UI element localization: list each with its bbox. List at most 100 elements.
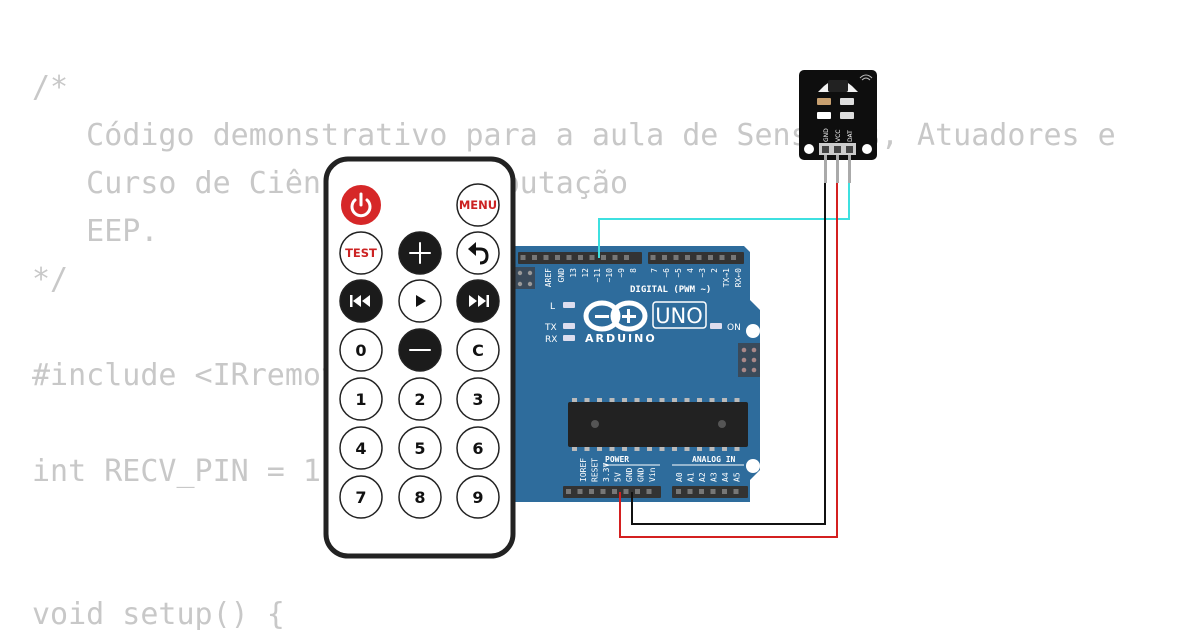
code-line: /* bbox=[32, 70, 69, 105]
remote-button-label: 3 bbox=[472, 390, 483, 409]
digital-pin-holes bbox=[520, 255, 736, 260]
analog-pin-label: A5 bbox=[733, 472, 742, 482]
button-2[interactable]: 2 bbox=[398, 377, 442, 421]
play-button[interactable] bbox=[398, 279, 442, 323]
uno-model-label: UNO bbox=[655, 304, 703, 328]
digital-pin-label: ~3 bbox=[698, 268, 707, 278]
ir-signal-icon bbox=[859, 74, 873, 81]
arduino-logo-text: ARDUINO bbox=[585, 332, 657, 345]
uno-badge bbox=[652, 301, 707, 329]
digital-pin-label: 7 bbox=[650, 268, 659, 273]
button-0[interactable]: 0 bbox=[339, 328, 383, 372]
plus-button[interactable] bbox=[398, 231, 442, 275]
digital-pin-label: TX→1 bbox=[722, 268, 731, 287]
button-4[interactable]: 4 bbox=[339, 426, 383, 470]
digital-pin-label: 12 bbox=[581, 268, 590, 278]
analog-pin-label: A4 bbox=[721, 472, 730, 482]
gnd-wire bbox=[631, 152, 826, 525]
rewind-icon bbox=[350, 295, 370, 307]
led-on-label: ON bbox=[727, 323, 741, 333]
analog-label: ANALOG IN bbox=[692, 455, 736, 464]
digital-pin-label: ~9 bbox=[617, 268, 626, 278]
icsp-header-right bbox=[738, 343, 760, 377]
analog-pin-label: A0 bbox=[675, 472, 684, 482]
led-on bbox=[710, 323, 722, 329]
digital-pin-label: ~6 bbox=[662, 268, 671, 278]
button-3[interactable]: 3 bbox=[456, 377, 500, 421]
button-c[interactable]: C bbox=[456, 328, 500, 372]
analog-pin-label: A2 bbox=[698, 472, 707, 482]
ir-pin-label: VCC bbox=[835, 130, 842, 142]
atmega-chip bbox=[568, 398, 748, 451]
button-5[interactable]: 5 bbox=[398, 426, 442, 470]
remote-button-label: 2 bbox=[414, 390, 425, 409]
digital-pin-label: ~10 bbox=[605, 268, 614, 283]
remote-button-label: 1 bbox=[355, 390, 366, 409]
power-button[interactable] bbox=[339, 183, 383, 227]
code-line: EEP. bbox=[32, 214, 159, 249]
fast-forward-button[interactable] bbox=[456, 279, 500, 323]
power-label: POWER bbox=[605, 455, 629, 464]
mounting-hole bbox=[746, 324, 760, 338]
button-1[interactable]: 1 bbox=[339, 377, 383, 421]
power-pin-label: 3.3V bbox=[602, 463, 611, 482]
led-l-label: L bbox=[550, 302, 555, 312]
remote-button-label: 0 bbox=[355, 341, 366, 360]
play-icon bbox=[416, 295, 426, 307]
digital-pin-label: 2 bbox=[710, 268, 719, 273]
led-tx bbox=[563, 323, 575, 329]
button-test[interactable]: TEST bbox=[339, 231, 383, 275]
button-6[interactable]: 6 bbox=[456, 426, 500, 470]
mounting-hole bbox=[862, 144, 872, 154]
power-pin-label: 5V bbox=[614, 472, 623, 482]
remote-button-label: C bbox=[472, 341, 484, 360]
ir-remote-control: MENU TEST 0 C 1 2 3 4 5 6 7 8 9 bbox=[323, 156, 516, 559]
mounting-hole bbox=[804, 144, 814, 154]
code-line: */ bbox=[32, 262, 69, 297]
arduino-logo-icon bbox=[583, 300, 648, 332]
remote-button-label: 8 bbox=[414, 488, 425, 507]
button-menu[interactable]: MENU bbox=[456, 183, 500, 227]
fast-forward-icon bbox=[469, 295, 489, 307]
power-pin-label: IOREF bbox=[579, 458, 588, 482]
remote-button-label: 5 bbox=[414, 439, 425, 458]
digital-pin-label: 13 bbox=[569, 268, 578, 278]
power-pin-label: GND bbox=[637, 467, 646, 482]
rewind-button[interactable] bbox=[339, 279, 383, 323]
digital-pin-label: ~5 bbox=[674, 268, 683, 278]
remote-button-label: TEST bbox=[345, 246, 377, 260]
led-rx bbox=[563, 335, 575, 341]
ir-pin-label: DAT bbox=[847, 130, 854, 142]
icsp-header-left bbox=[515, 267, 535, 289]
digital-label: DIGITAL (PWM ~) bbox=[630, 285, 711, 295]
code-line: void setup() { bbox=[32, 597, 285, 630]
digital-pin-label: AREF bbox=[544, 268, 553, 287]
button-7[interactable]: 7 bbox=[339, 475, 383, 519]
digital-pin-label: 4 bbox=[686, 268, 695, 273]
digital-pin-label: RX←0 bbox=[734, 268, 743, 287]
back-icon bbox=[468, 242, 489, 265]
led-rx-label: RX bbox=[545, 335, 557, 345]
plus-icon bbox=[409, 242, 431, 264]
remote-button-label: 9 bbox=[472, 488, 483, 507]
power-pin-label: GND bbox=[625, 467, 634, 482]
led-l bbox=[563, 302, 575, 308]
back-button[interactable] bbox=[456, 231, 500, 275]
led-tx-label: TX bbox=[544, 323, 557, 333]
ir-pin-label: GND bbox=[823, 128, 830, 142]
ir-receiver-module: GND VCC DAT bbox=[799, 70, 877, 183]
button-8[interactable]: 8 bbox=[398, 475, 442, 519]
vcc-wire bbox=[619, 152, 838, 538]
signal-wire bbox=[598, 152, 850, 258]
button-9[interactable]: 9 bbox=[456, 475, 500, 519]
minus-button[interactable] bbox=[398, 328, 442, 372]
analog-pin-label: A1 bbox=[687, 472, 696, 482]
remote-button-label: MENU bbox=[459, 198, 497, 212]
analog-pin-label: A3 bbox=[710, 472, 719, 482]
